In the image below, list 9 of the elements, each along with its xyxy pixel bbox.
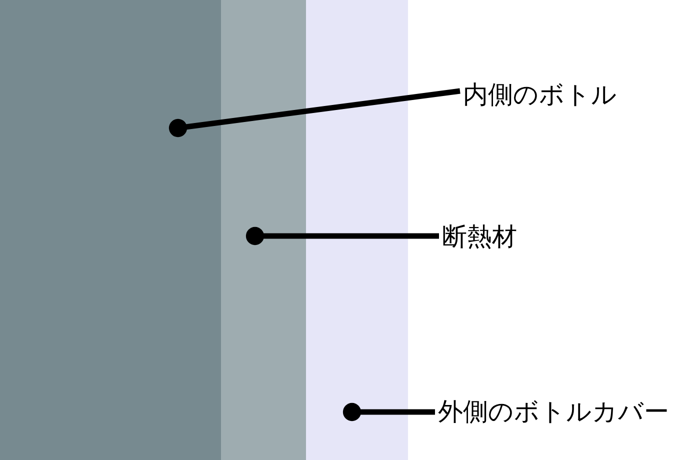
leader-line — [168, 88, 460, 138]
leader-line — [246, 226, 439, 246]
part-label: 外側のボトルカバー — [438, 397, 669, 426]
part-label: 断熱材 — [442, 222, 517, 251]
inner-bottle-layer — [0, 0, 221, 460]
part-label: 内側のボトル — [463, 80, 617, 109]
leader-line — [342, 402, 435, 422]
insulation-layer — [221, 0, 306, 460]
outer-cover-layer — [306, 0, 408, 460]
